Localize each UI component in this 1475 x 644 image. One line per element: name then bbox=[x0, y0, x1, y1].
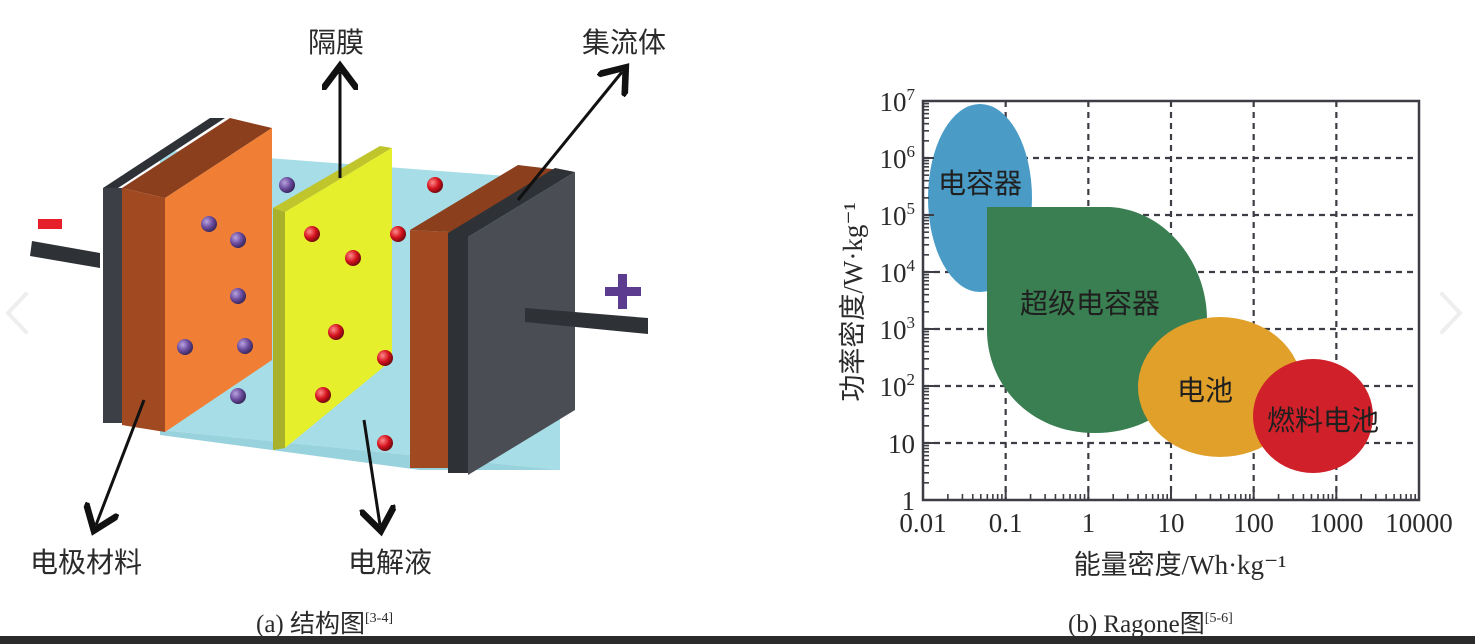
y-tick-label: 107 bbox=[880, 85, 916, 117]
region-label: 超级电容器 bbox=[1020, 288, 1160, 320]
chart-regions bbox=[928, 104, 1373, 473]
figure-a-caption: (a) 结构图[3-4] bbox=[256, 604, 393, 640]
bottom-bar bbox=[0, 636, 1475, 644]
y-tick-label: 105 bbox=[880, 199, 916, 231]
figure-a-caption-ref: [3-4] bbox=[365, 611, 393, 626]
electrolyte-arrow-icon bbox=[364, 419, 380, 525]
ragone-chart: 0.01 0.1 1 10 100 1000 10000 1 10 102 103 104 105 106… bbox=[838, 85, 1453, 580]
y-axis-label: 功率密度/W·kg⁻¹ bbox=[838, 202, 868, 401]
plus-sign-icon bbox=[605, 274, 641, 309]
x-tick-label: 1000 bbox=[1309, 508, 1363, 538]
separator bbox=[273, 146, 392, 450]
x-tick-label: 10000 bbox=[1385, 508, 1453, 538]
electrolyte-label: 电解液 bbox=[348, 547, 432, 579]
region-label: 电容器 bbox=[938, 168, 1022, 200]
minus-sign-icon bbox=[38, 219, 62, 229]
electrode-arrow-icon bbox=[96, 399, 146, 525]
x-tick-label: 0.1 bbox=[989, 508, 1023, 538]
chevron-left-icon bbox=[5, 292, 28, 334]
chart-tick-labels: 0.01 0.1 1 10 100 1000 10000 1 10 102 103 104 105 106… bbox=[880, 85, 1453, 538]
y-tick-label: 106 bbox=[880, 142, 916, 174]
y-tick-label: 102 bbox=[880, 370, 916, 402]
x-axis-label: 能量密度/Wh·kg⁻¹ bbox=[1074, 550, 1287, 580]
x-tick-label: 0.01 bbox=[899, 508, 946, 538]
y-tick-label: 104 bbox=[880, 256, 916, 288]
negative-terminal bbox=[30, 219, 100, 268]
figure-b-caption-text: (b) Ragone图 bbox=[1068, 611, 1205, 638]
region-label: 燃料电池 bbox=[1267, 405, 1379, 437]
x-tick-label: 10 bbox=[1158, 508, 1185, 538]
left-current-collector bbox=[103, 118, 225, 423]
electrode-material-label: 电极材料 bbox=[30, 547, 142, 579]
y-tick-label: 10 bbox=[888, 429, 915, 459]
region-fuel-cell bbox=[1253, 359, 1373, 473]
x-tick-label: 100 bbox=[1233, 508, 1274, 538]
figure-a-caption-text: (a) 结构图 bbox=[256, 611, 365, 638]
structure-diagram: 隔膜 集流体 电极材料 电解液 bbox=[30, 27, 666, 579]
current-collector-label: 集流体 bbox=[582, 27, 666, 59]
chart-axes bbox=[921, 99, 1421, 502]
collector-arrow-icon bbox=[516, 72, 622, 201]
separator-label: 隔膜 bbox=[308, 27, 364, 59]
x-tick-label: 1 bbox=[1082, 508, 1096, 538]
anions bbox=[177, 177, 295, 404]
figure-b-caption: (b) Ragone图[5-6] bbox=[1068, 604, 1233, 640]
chevron-right-icon bbox=[1440, 292, 1463, 334]
cations bbox=[304, 177, 443, 451]
right-electrode bbox=[410, 165, 560, 468]
figure-b-caption-ref: [5-6] bbox=[1204, 611, 1233, 626]
region-label: 电池 bbox=[1177, 375, 1233, 407]
positive-terminal bbox=[525, 274, 648, 334]
left-electrode bbox=[122, 118, 272, 432]
y-tick-label: 1 bbox=[902, 486, 916, 516]
y-tick-label: 103 bbox=[880, 313, 916, 345]
label-arrows bbox=[96, 72, 622, 525]
next-image-button[interactable] bbox=[1436, 290, 1466, 336]
previous-image-button[interactable] bbox=[2, 290, 32, 336]
right-current-collector bbox=[448, 168, 575, 475]
